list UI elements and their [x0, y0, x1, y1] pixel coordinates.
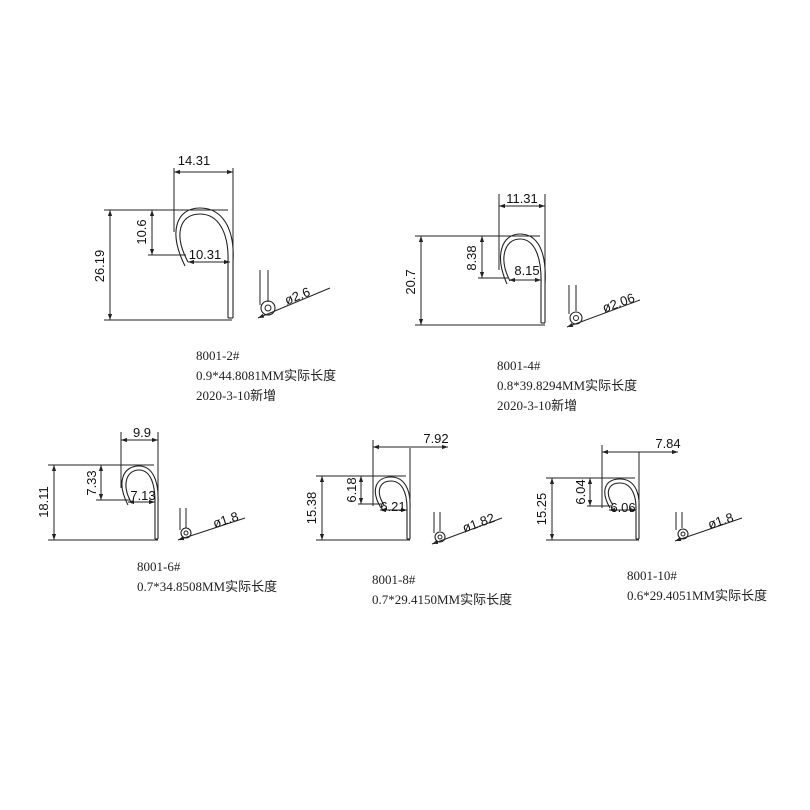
part-number: 8001-6# [137, 559, 181, 574]
wire-length-note: 0.8*39.8294MM实际长度 [497, 378, 637, 393]
part-notes-8001-4: 8001-4# 0.8*39.8294MM实际长度 2020-3-10新增 [497, 358, 637, 413]
hook-wire-inner [125, 469, 156, 539]
wire-length-note: 0.6*29.4051MM实际长度 [627, 588, 767, 603]
hook-wire-outer [500, 233, 546, 323]
part-notes-8001-10: 8001-10# 0.6*29.4051MM实际长度 [627, 568, 767, 603]
dim-inner-height: 7.33 [84, 470, 99, 495]
dim-inner-height: 6.18 [344, 477, 359, 502]
dim-inner-height: 8.38 [464, 245, 479, 270]
dim-height: 20.7 [403, 269, 418, 294]
wire-length-note: 0.7*34.8508MM实际长度 [137, 579, 277, 594]
hook-drawing-8001-4: 11.31 20.7 8.38 8.15 ø2.06 [403, 191, 641, 328]
dim-height: 18.11 [36, 486, 51, 518]
dim-diameter: ø2.06 [600, 290, 636, 315]
hook-wire-outer [374, 476, 411, 539]
part-notes-8001-8: 8001-8# 0.7*29.4150MM实际长度 [372, 572, 512, 607]
hook-wire-inner [179, 213, 229, 318]
dim-diameter: ø1.8 [211, 509, 240, 531]
dim-width: 7.92 [423, 431, 448, 446]
dim-diameter: ø1.82 [460, 510, 496, 535]
hook-drawing-8001-2: 14.31 26.19 10.6 10.31 ø2.6 [92, 153, 331, 321]
dim-height: 15.38 [304, 492, 319, 525]
eye-circle [260, 300, 276, 316]
dim-line-diameter [177, 517, 246, 541]
dim-inner-width: 7.13 [130, 488, 155, 503]
dim-inner-width: 6.06 [610, 500, 635, 515]
eye-circle [434, 531, 446, 543]
part-number: 8001-8# [372, 572, 416, 587]
dim-diameter: ø2.6 [282, 284, 312, 308]
hook-wire-outer [604, 478, 640, 539]
part-number: 8001-4# [497, 358, 541, 373]
hook-wire-outer [121, 465, 159, 539]
eye-circle [677, 528, 689, 540]
hook-wire-outer [175, 207, 234, 318]
date-note: 2020-3-10新增 [196, 388, 276, 403]
dim-line-diameter [566, 299, 641, 328]
part-number: 8001-10# [627, 568, 677, 583]
hook-wire-inner [607, 482, 637, 539]
dim-height: 15.25 [534, 493, 549, 526]
dim-width: 7.84 [655, 436, 680, 451]
hook-drawing-8001-6: 9.9 18.11 7.33 7.13 ø1.8 [36, 425, 246, 541]
dim-height: 26.19 [92, 250, 107, 283]
wire-length-note: 0.7*29.4150MM实际长度 [372, 592, 512, 607]
dim-width: 9.9 [133, 425, 151, 440]
dim-line-diameter [674, 517, 743, 542]
dim-width: 11.31 [506, 191, 538, 206]
dim-inner-height: 10.6 [134, 219, 149, 244]
hook-wire-inner [378, 480, 408, 539]
dim-inner-width: 10.31 [189, 247, 222, 262]
dim-inner-height: 6.04 [573, 479, 588, 504]
dim-inner-width: 6.21 [380, 499, 405, 514]
dim-width: 14.31 [178, 153, 211, 168]
part-notes-8001-2: 8001-2# 0.9*44.8081MM实际长度 2020-3-10新增 [196, 348, 336, 403]
hook-wire-inner [503, 238, 542, 323]
date-note: 2020-3-10新增 [497, 398, 577, 413]
part-notes-8001-6: 8001-6# 0.7*34.8508MM实际长度 [137, 559, 277, 594]
hook-drawing-8001-8: 7.92 15.38 6.18 6.21 ø1.82 [304, 431, 503, 545]
eye-circle [180, 527, 192, 539]
dim-line-diameter [257, 287, 331, 319]
dim-line-diameter [431, 517, 503, 545]
dim-inner-width: 8.15 [514, 263, 539, 278]
wire-length-note: 0.9*44.8081MM实际长度 [196, 368, 336, 383]
hook-drawing-8001-10: 7.84 15.25 6.04 6.06 ø1.8 [534, 436, 743, 542]
dim-diameter: ø1.8 [706, 510, 735, 532]
part-number: 8001-2# [196, 348, 240, 363]
